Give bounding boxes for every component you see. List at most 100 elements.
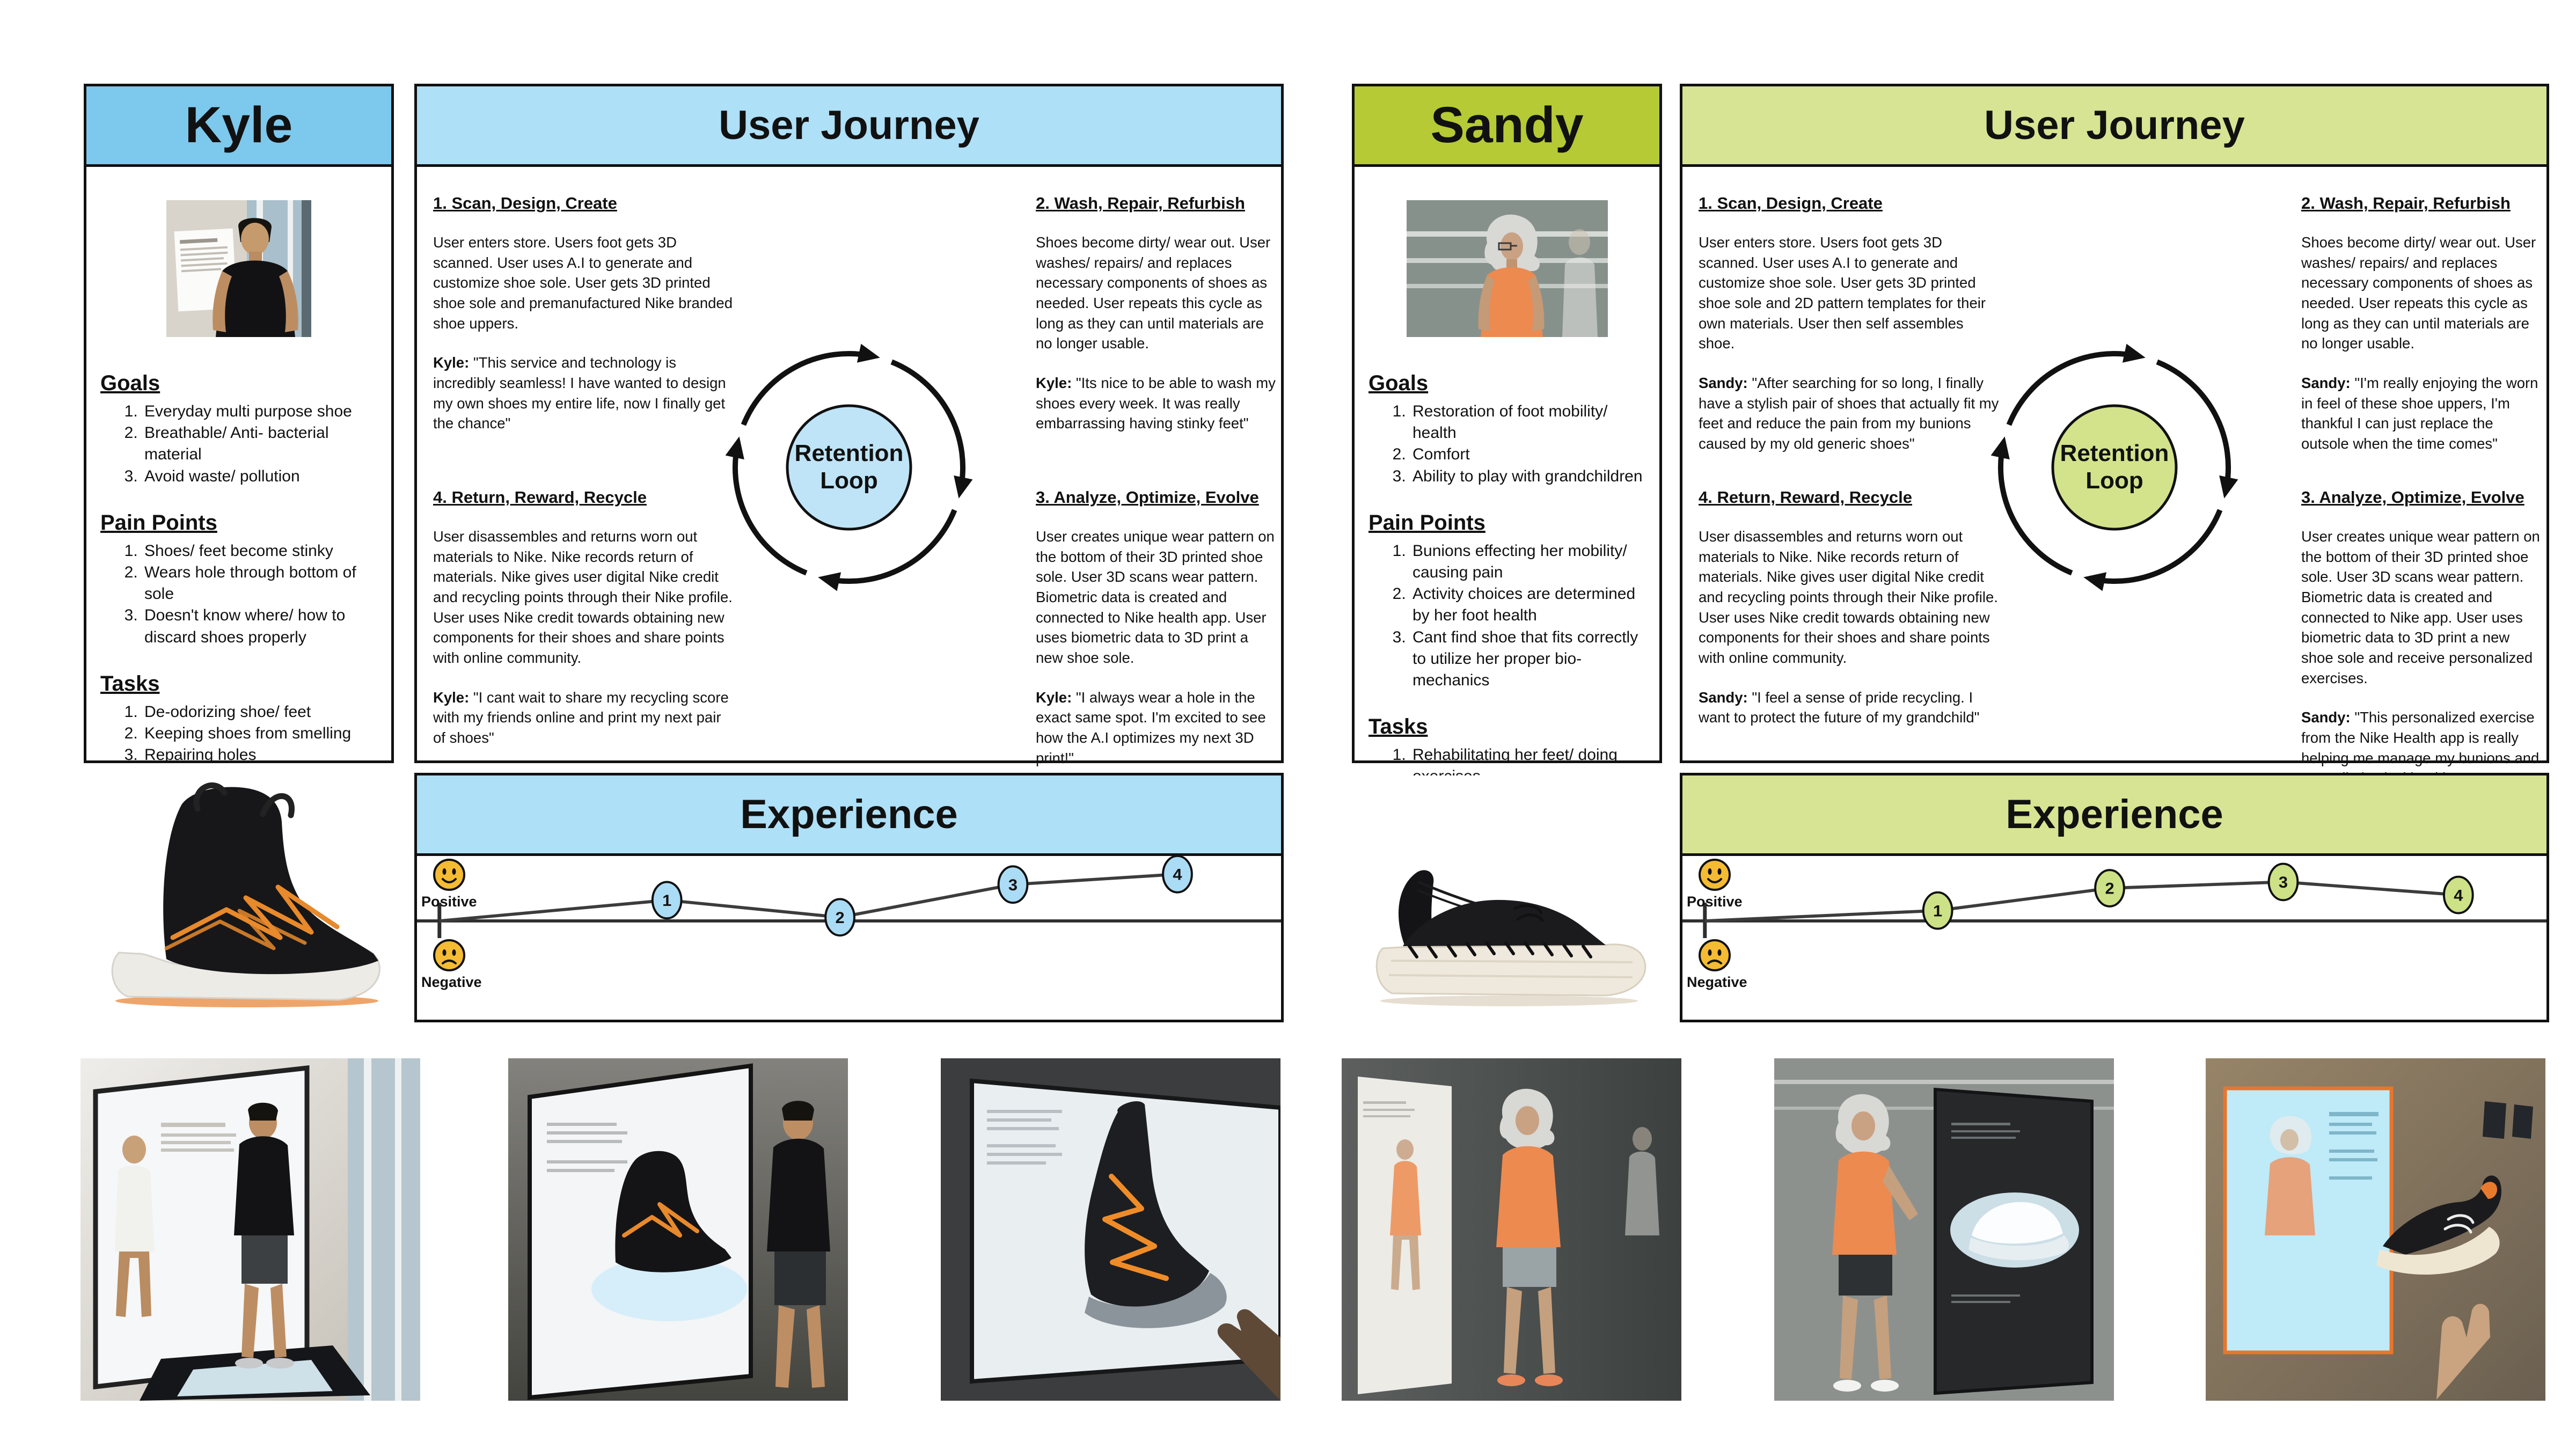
quote-text: "This service and technology is incredib… [433, 354, 726, 432]
quote-speaker: Kyle: [1036, 689, 1072, 706]
pain-point-item: Bunions effecting her mobility/ causing … [1410, 540, 1652, 583]
sandy-shoe-image [1353, 775, 1662, 1022]
journey-header: User Journey [1682, 86, 2546, 167]
journey-stage-2: 2. Wash, Repair, Refurbish Shoes become … [1036, 194, 1276, 432]
tasks-heading: Tasks [1368, 715, 1428, 739]
quote-speaker: Kyle: [433, 689, 470, 706]
quote-speaker: Kyle: [433, 354, 470, 371]
svg-text:1: 1 [662, 891, 671, 910]
quote-speaker: Kyle: [1036, 375, 1072, 392]
svg-text:4: 4 [1173, 866, 1182, 884]
frown-face-icon [432, 938, 466, 972]
kyle-shoe-photo [86, 775, 394, 1022]
quote-text: "I feel a sense of pride recycling. I wa… [1699, 689, 1980, 726]
kyle-figure [767, 1101, 830, 1388]
retention-loop-label: Retention Loop [794, 440, 904, 494]
kyle-figure [234, 1102, 294, 1368]
goal-item: Everyday multi purpose shoe [142, 401, 384, 422]
journey-body: 1. Scan, Design, Create User enters stor… [417, 167, 1281, 766]
experience-graph-area: 1 2 3 4 Positive Negative [417, 856, 1281, 1020]
quote-text: "I'm really enjoying the worn in feel of… [2301, 375, 2538, 452]
journey-stage-4: 4. Return, Reward, Recycle User disassem… [1699, 488, 1998, 726]
photo-sandy-kiosk [1342, 1058, 1681, 1401]
svg-text:3: 3 [2279, 873, 2288, 891]
kyle-portrait-photo [166, 200, 311, 337]
task-item: Repairing holes [142, 744, 384, 766]
persona-body: Goals Restoration of foot mobility/ heal… [1355, 200, 1659, 807]
goal-item: Avoid waste/ pollution [142, 466, 384, 487]
frown-face-icon [1697, 938, 1732, 972]
svg-text:3: 3 [1008, 876, 1018, 894]
goals-heading: Goals [1368, 371, 1429, 395]
quote-text: "Its nice to be able to wash my shoes ev… [1036, 375, 1276, 432]
positive-label: Positive [1687, 894, 1743, 910]
quote-speaker: Sandy: [1699, 689, 1748, 706]
experience-header: Experience [1682, 775, 2546, 856]
pain-points-list: Shoes/ feet become stinky Wears hole thr… [100, 540, 384, 648]
sandy-shoe-photo [1353, 775, 1662, 1022]
quote-speaker: Sandy: [2301, 709, 2351, 726]
goals-list: Restoration of foot mobility/ health Com… [1368, 401, 1652, 487]
goal-item: Breathable/ Anti- bacterial material [142, 422, 384, 465]
persona-profile: Goals Restoration of foot mobility/ heal… [1355, 371, 1659, 809]
persona-header: Kyle [86, 86, 391, 167]
background-figure [1562, 229, 1598, 337]
quote-speaker: Sandy: [1699, 375, 1748, 392]
experience-graph: 1 2 3 4 [1682, 862, 2546, 938]
photo-sandy-holding-shoe [2206, 1058, 2545, 1401]
smiley-face-icon [432, 858, 466, 892]
kyle-journey-panel: User Journey 1. Scan, Design, Create Use… [414, 84, 1284, 766]
svg-text:1: 1 [1933, 902, 1942, 920]
svg-text:2: 2 [836, 909, 845, 927]
goal-item: Restoration of foot mobility/ health [1410, 401, 1652, 444]
experience-header: Experience [417, 775, 1281, 856]
quote-speaker: Sandy: [2301, 375, 2351, 392]
persona-profile: Goals Everyday multi purpose shoe Breath… [86, 371, 391, 766]
experience-title: Experience [740, 792, 958, 837]
experience-graph: 1 2 3 4 [417, 856, 1281, 938]
kyle-figure [213, 218, 298, 337]
smiley-face-icon [1697, 858, 1732, 892]
task-item: De-odorizing shoe/ feet [142, 701, 384, 723]
pain-point-item: Cant find shoe that fits correctly to ut… [1410, 627, 1652, 692]
journey-stage-3: 3. Analyze, Optimize, Evolve User create… [2301, 488, 2543, 788]
quote-text: "I always wear a hole in the exact same … [1036, 689, 1266, 766]
quote-text: "After searching for so long, I finally … [1699, 375, 1999, 452]
positive-label: Positive [421, 894, 477, 910]
sandy-persona-panel: Sandy [1352, 84, 1662, 807]
retention-loop-label: Retention Loop [2060, 440, 2169, 494]
journey-header: User Journey [417, 86, 1281, 167]
pain-point-item: Wears hole through bottom of sole [142, 562, 384, 605]
svg-text:2: 2 [2105, 880, 2114, 898]
sandy-figure [1496, 1088, 1563, 1386]
journey-stage-3: 3. Analyze, Optimize, Evolve User create… [1036, 488, 1275, 766]
negative-label: Negative [421, 974, 482, 990]
kyle-shoe-image [86, 775, 394, 1022]
tasks-list: De-odorizing shoe/ feet Keeping shoes fr… [100, 701, 384, 766]
journey-stage-2: 2. Wash, Repair, Refurbish Shoes become … [2301, 194, 2538, 452]
sandy-figure [1832, 1094, 1918, 1392]
hand-holding-shoe [2376, 1175, 2501, 1400]
sandy-portrait-photo [1406, 200, 1608, 337]
experience-title: Experience [2006, 792, 2223, 837]
goals-heading: Goals [100, 371, 160, 395]
task-item: Keeping shoes from smelling [142, 723, 384, 744]
journey-title: User Journey [719, 103, 979, 148]
pain-points-list: Bunions effecting her mobility/ causing … [1368, 540, 1652, 691]
journey-body: 1. Scan, Design, Create User enters stor… [1682, 167, 2546, 786]
goal-item: Comfort [1410, 444, 1652, 465]
tasks-heading: Tasks [100, 671, 160, 696]
journey-stage-4: 4. Return, Reward, Recycle User disassem… [433, 488, 733, 747]
svg-text:4: 4 [2454, 887, 2463, 905]
kyle-experience-panel: Experience 1 2 3 4 Positive Negative [414, 773, 1284, 1022]
pointing-hand [1217, 1309, 1280, 1401]
pain-point-item: Activity choices are determined by her f… [1410, 583, 1652, 626]
retention-loop-diagram: Retention Loop [709, 328, 989, 607]
kyle-persona-panel: Kyle [84, 84, 394, 766]
sandy-figure [1478, 214, 1544, 337]
goal-item: Ability to play with grandchildren [1410, 466, 1652, 487]
pain-points-heading: Pain Points [1368, 510, 1485, 535]
